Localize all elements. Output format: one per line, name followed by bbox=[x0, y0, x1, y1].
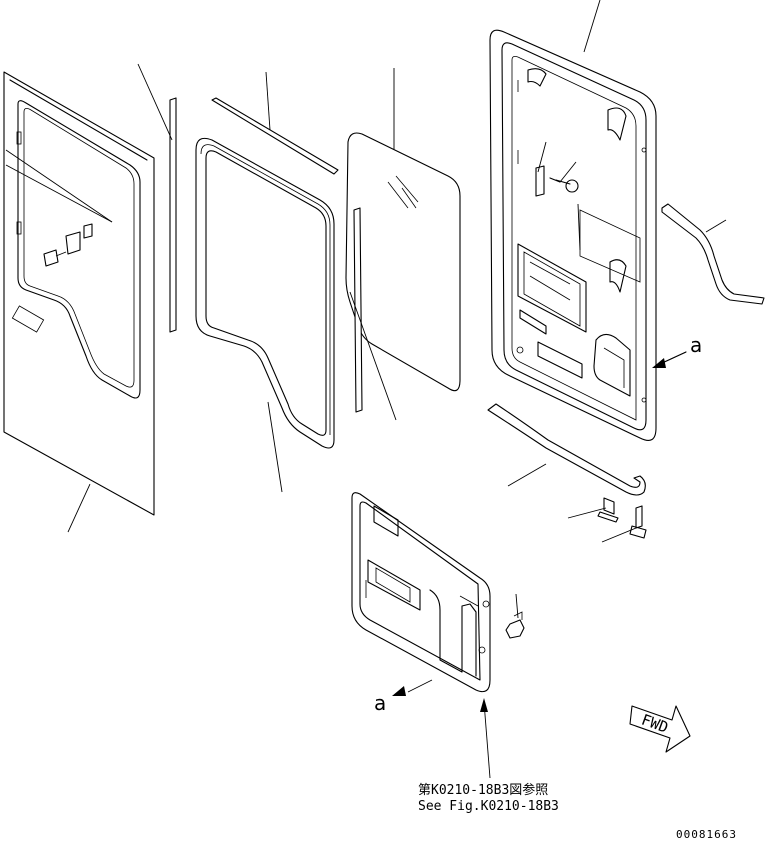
screw-lower-left bbox=[597, 497, 619, 523]
view-arrow-upper bbox=[652, 351, 687, 368]
fwd-label: FWD bbox=[639, 711, 671, 737]
seal-strip-diagonal bbox=[211, 97, 339, 175]
seal-strip-vertical bbox=[169, 97, 177, 333]
view-arrow-lower bbox=[392, 686, 406, 696]
window-glass bbox=[345, 132, 461, 392]
drawing-number: 00081663 bbox=[676, 828, 737, 841]
view-marker-label-lower: a bbox=[374, 691, 386, 715]
seal-strip-glass bbox=[353, 207, 363, 413]
inner-door-frame bbox=[489, 29, 657, 441]
reference-note-jp: 第K0210-18B3図参照 bbox=[418, 782, 548, 798]
reference-arrow bbox=[480, 698, 488, 712]
interior-trim-panel bbox=[351, 492, 491, 693]
bolt-lower-right bbox=[629, 505, 647, 539]
view-marker-label-upper: a bbox=[690, 333, 702, 357]
leader-lines bbox=[67, 0, 727, 779]
window-gasket-frame bbox=[195, 137, 335, 449]
reference-note-en: See Fig.K0210-18B3 bbox=[418, 799, 559, 814]
side-bar bbox=[661, 203, 765, 305]
outer-door-panel bbox=[3, 71, 155, 516]
fwd-arrow-icon: FWD bbox=[629, 705, 691, 753]
nut bbox=[505, 611, 525, 639]
lower-trim-strip bbox=[487, 403, 646, 496]
